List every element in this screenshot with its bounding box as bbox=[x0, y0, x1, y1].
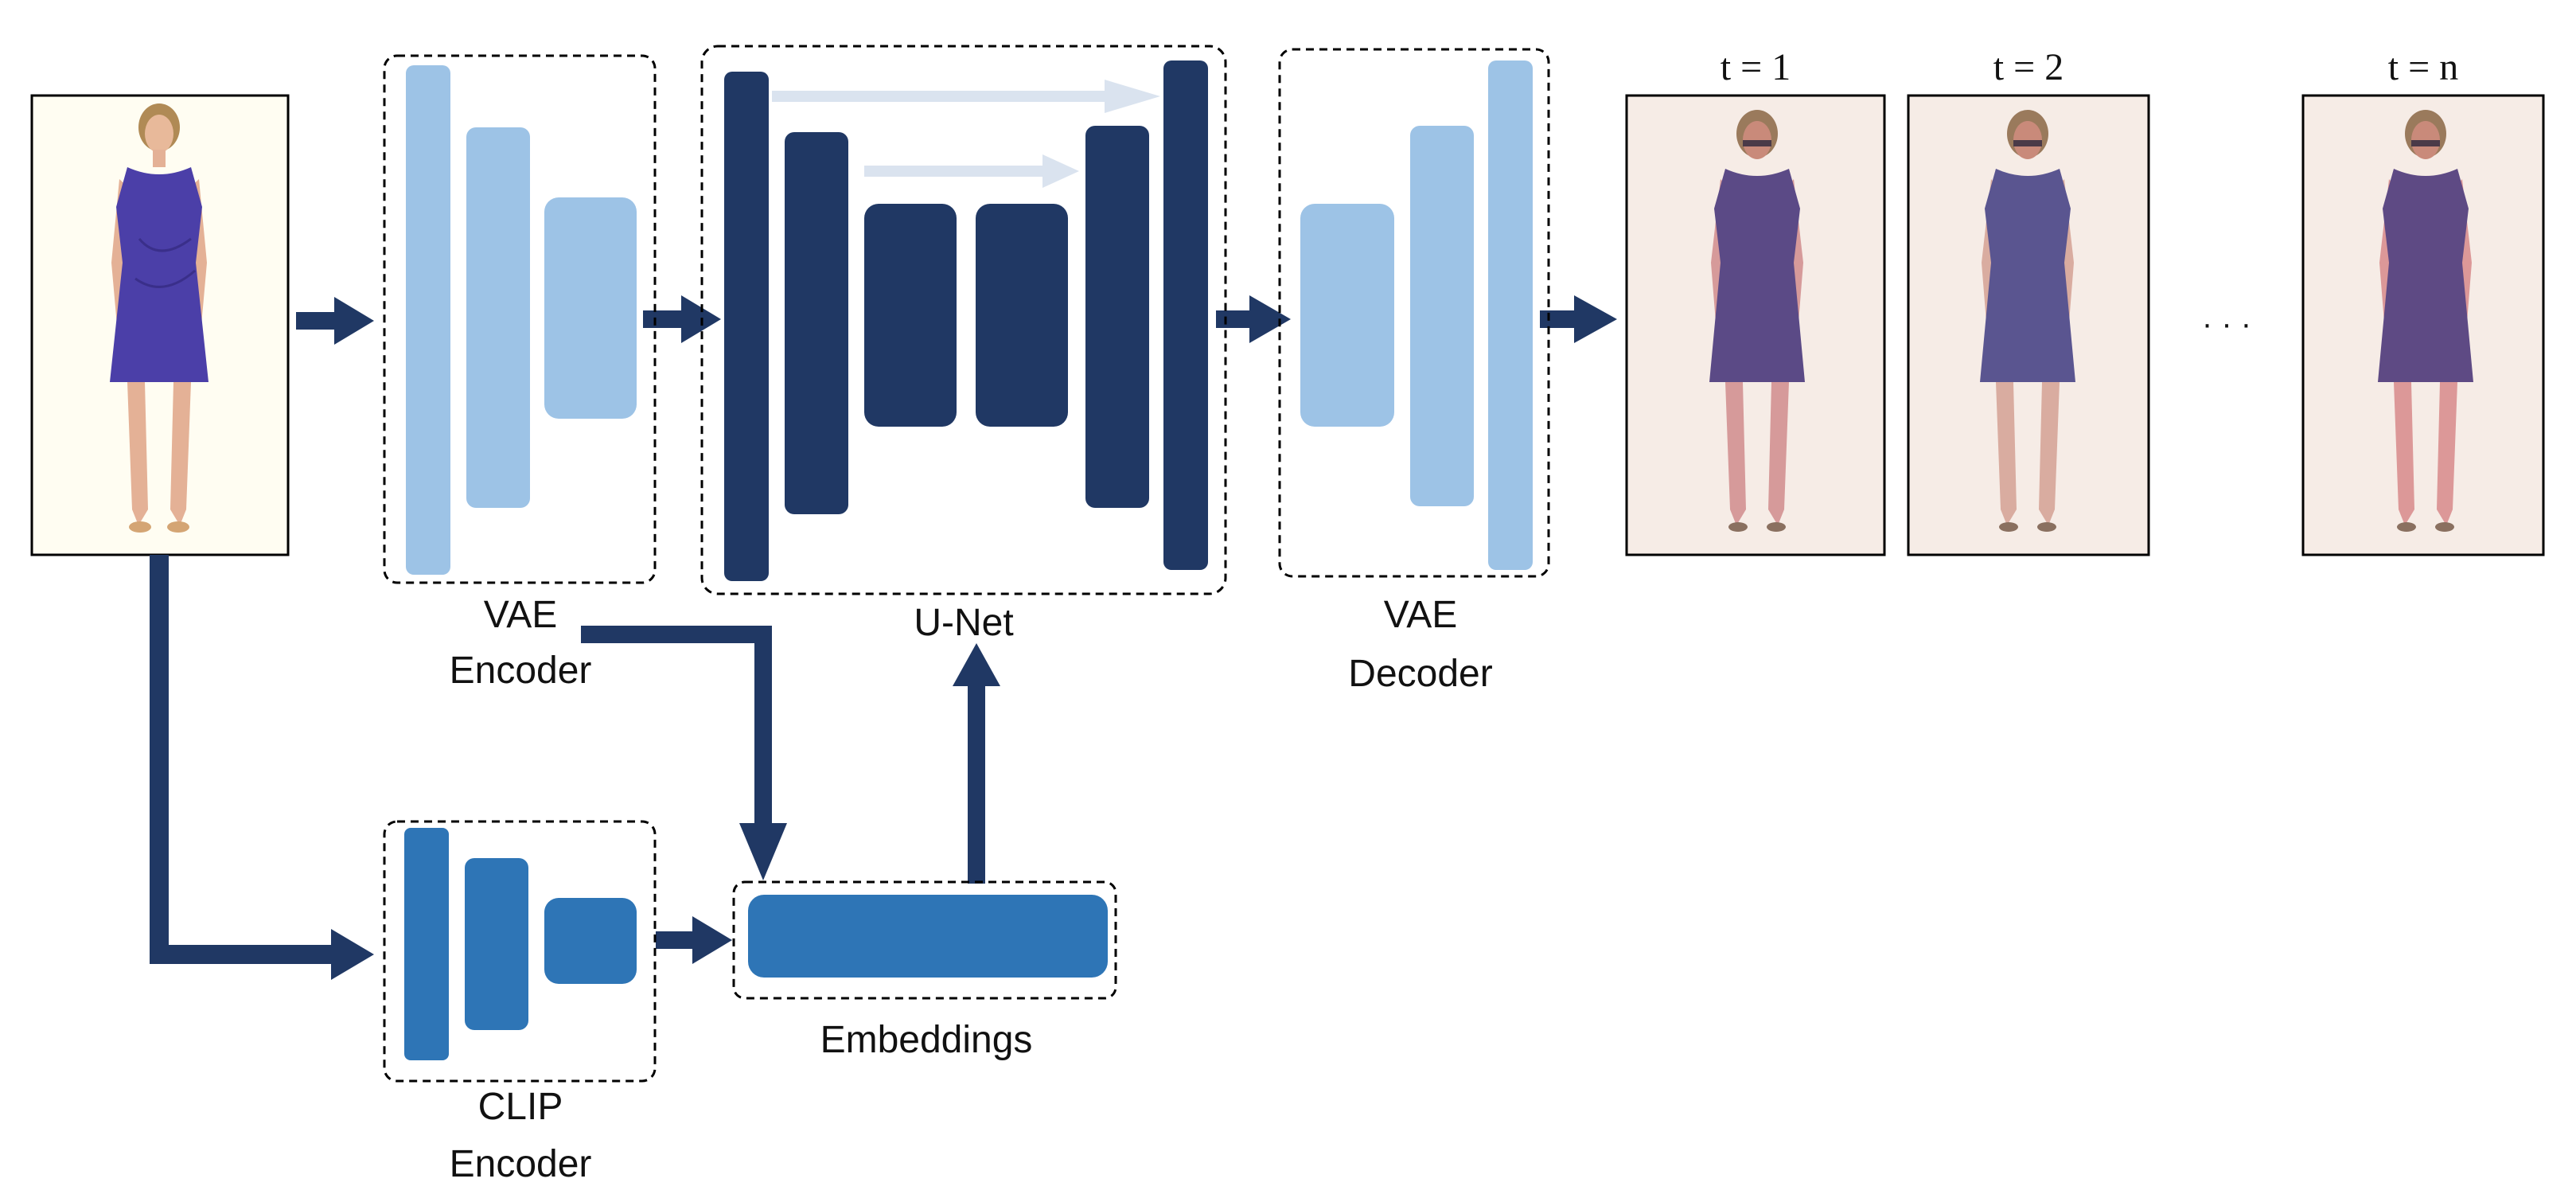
vae-encoder-layer-2 bbox=[466, 127, 530, 508]
embeddings-label: Embeddings bbox=[820, 1019, 1033, 1061]
vae-decoder-layer-3 bbox=[1488, 60, 1533, 570]
vae-encoder-border bbox=[383, 54, 657, 584]
unet-label: U-Net bbox=[914, 602, 1013, 644]
clip-encoder-border bbox=[383, 820, 657, 1083]
arrow-input-to-vae-encoder bbox=[296, 297, 374, 345]
generated-figure bbox=[1709, 110, 1805, 532]
arrow-vae-encoder-to-embeddings bbox=[581, 626, 787, 880]
unet-down-layer-2 bbox=[785, 132, 848, 514]
arrow-vae-decoder-to-frames bbox=[1540, 295, 1617, 343]
frame-n-label: t = n bbox=[2388, 46, 2458, 88]
unet-skip-connection-inner bbox=[864, 154, 1079, 188]
vae-decoder-label-line-1: VAE bbox=[1384, 594, 1457, 636]
vae-decoder bbox=[1278, 48, 1550, 578]
clip-encoder-label-line-2: Encoder bbox=[450, 1143, 592, 1185]
unet-border bbox=[700, 45, 1227, 595]
clip-encoder-layer-2 bbox=[465, 858, 528, 1030]
frame-1-label: t = 1 bbox=[1721, 46, 1791, 88]
vae-encoder-layer-3 bbox=[544, 197, 637, 419]
clip-encoder-layer-3 bbox=[544, 898, 637, 984]
model-figure bbox=[110, 103, 208, 533]
input-image bbox=[30, 94, 290, 556]
unet bbox=[700, 45, 1227, 595]
vae-decoder-layer-2 bbox=[1410, 126, 1474, 506]
unet-down-layer-1 bbox=[724, 72, 769, 581]
unet-up-layer-1 bbox=[1163, 60, 1208, 570]
unet-up-layer-2 bbox=[1085, 126, 1149, 508]
frames-ellipsis: · · · bbox=[2202, 306, 2251, 341]
output-frame-n bbox=[2301, 94, 2545, 556]
generated-figure bbox=[2378, 110, 2473, 532]
vae-encoder-label-line-1: VAE bbox=[484, 594, 557, 636]
arrows bbox=[150, 295, 1617, 980]
output-frame-2 bbox=[1907, 94, 2150, 556]
unet-bottleneck-right bbox=[976, 204, 1068, 427]
arrow-input-to-clip-encoder bbox=[150, 555, 374, 980]
vae-encoder bbox=[383, 54, 657, 584]
embeddings bbox=[732, 880, 1117, 1000]
clip-encoder-label-line-1: CLIP bbox=[478, 1086, 563, 1128]
vae-decoder-border bbox=[1278, 48, 1550, 578]
arrow-embeddings-to-unet bbox=[953, 643, 1000, 884]
embeddings-border bbox=[732, 880, 1117, 1000]
clip-encoder-layer-1 bbox=[404, 828, 449, 1060]
vae-encoder-layer-1 bbox=[406, 65, 450, 575]
unet-skip-connection-outer bbox=[772, 80, 1160, 113]
frame-2-label: t = 2 bbox=[1993, 46, 2064, 88]
unet-bottleneck-left bbox=[864, 204, 957, 427]
vae-decoder-layer-1 bbox=[1300, 204, 1394, 427]
arrow-clip-to-embeddings bbox=[656, 916, 732, 964]
vae-encoder-label-line-2: Encoder bbox=[450, 650, 592, 692]
generated-figure bbox=[1980, 110, 2075, 532]
embeddings-block bbox=[748, 895, 1108, 978]
vae-decoder-label-line-2: Decoder bbox=[1348, 653, 1492, 695]
clip-encoder bbox=[383, 820, 657, 1083]
output-frame-1 bbox=[1625, 94, 1886, 556]
